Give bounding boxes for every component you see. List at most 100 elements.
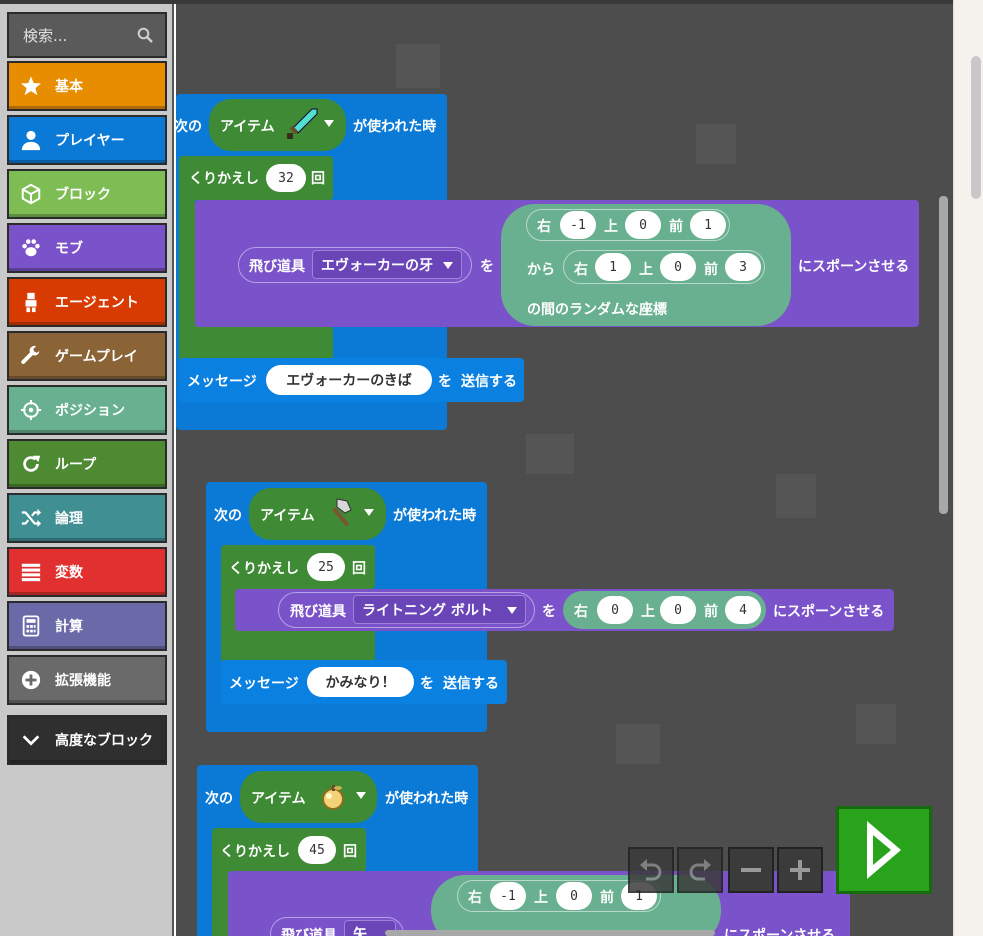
advanced-blocks-button[interactable]: 高度なブロック: [7, 715, 167, 765]
category-extensions[interactable]: 拡張機能: [7, 655, 167, 705]
projectile-label: 飛び道具: [249, 259, 305, 275]
category-math[interactable]: 計算: [7, 601, 167, 651]
event-label-used: が使われた時: [385, 791, 469, 807]
item-selector[interactable]: [209, 99, 346, 151]
dropdown-arrow-icon[interactable]: [324, 120, 334, 128]
up-input[interactable]: 0: [625, 211, 661, 239]
run-button[interactable]: [836, 806, 932, 894]
category-label: エージェント: [55, 295, 139, 311]
zoom-in-button[interactable]: [777, 847, 823, 893]
repeat-label: くりかえし: [189, 171, 259, 187]
projectile-reporter[interactable]: [278, 592, 535, 628]
spawn-label: にスポーンさせる: [773, 604, 885, 620]
repeat-block[interactable]: [212, 828, 366, 872]
search-icon: [137, 27, 153, 43]
repeat-block-arm: [179, 195, 195, 360]
repeat-count-input[interactable]: 45: [298, 836, 336, 864]
background-tile: [776, 474, 816, 518]
item-selector[interactable]: [249, 488, 386, 540]
message-input[interactable]: エヴォーカーのきば: [266, 365, 432, 395]
star-icon: [19, 74, 43, 98]
undo-button[interactable]: [628, 847, 674, 893]
projectile-reporter[interactable]: [238, 247, 472, 283]
category-gameplay[interactable]: ゲームプレイ: [7, 331, 167, 381]
paw-icon: [19, 236, 43, 260]
dropdown-arrow-icon[interactable]: [356, 792, 366, 800]
category-loop[interactable]: ループ: [7, 439, 167, 489]
dropdown-arrow-icon: [507, 607, 517, 614]
up-input[interactable]: 0: [660, 253, 696, 281]
category-agent[interactable]: エージェント: [7, 277, 167, 327]
page-scrollbar[interactable]: [971, 56, 981, 199]
up-input[interactable]: 0: [556, 882, 592, 910]
up-input[interactable]: 0: [660, 596, 696, 624]
projectile-dropdown[interactable]: エヴォーカーの牙: [312, 250, 462, 279]
right-input[interactable]: -1: [490, 882, 526, 910]
top-bar: [0, 0, 953, 4]
category-label: 計算: [55, 619, 83, 635]
right-input[interactable]: 0: [597, 596, 633, 624]
category-mob[interactable]: モブ: [7, 223, 167, 273]
undo-icon: [640, 859, 662, 881]
item-label: アイテム: [220, 119, 275, 135]
repeat-block[interactable]: [179, 156, 333, 200]
wrench-icon: [19, 344, 43, 368]
right-input[interactable]: -1: [560, 211, 596, 239]
repeat-count-input[interactable]: 25: [307, 553, 345, 581]
projectile-dropdown[interactable]: ライトニング ボルト: [353, 595, 526, 624]
category-label: ゲームプレイ: [55, 349, 138, 365]
projectile-dropdown[interactable]: 矢: [344, 920, 396, 936]
projectile-value: 矢: [353, 927, 367, 936]
diamond-sword-icon: [287, 108, 318, 139]
category-label: 変数: [55, 565, 83, 581]
category-player[interactable]: プレイヤー: [7, 115, 167, 165]
position-reporter[interactable]: [526, 209, 730, 241]
workspace-vertical-scrollbar[interactable]: [939, 196, 948, 514]
forward-label: 前: [600, 890, 614, 906]
right-label: 右: [537, 219, 551, 235]
random-pos-label: の間のランダムな座標: [527, 302, 667, 318]
forward-input[interactable]: 3: [725, 253, 761, 281]
up-label: 上: [604, 219, 618, 235]
forward-label: 前: [669, 219, 683, 235]
times-label: 回: [352, 561, 366, 577]
forward-input[interactable]: 1: [690, 211, 726, 239]
dropdown-arrow-icon: [443, 262, 453, 269]
send-label: 送信する: [443, 676, 499, 692]
message-input[interactable]: かみなり！: [307, 667, 414, 697]
category-basic[interactable]: 基本: [7, 61, 167, 111]
search-placeholder: 検索...: [23, 26, 68, 45]
person-icon: [19, 128, 43, 152]
right-input[interactable]: 1: [595, 253, 631, 281]
item-selector[interactable]: [240, 771, 377, 823]
right-label: 右: [574, 262, 588, 278]
event-label-used: が使われた時: [393, 508, 477, 524]
repeat-block-arm: [212, 866, 228, 936]
zoom-out-button[interactable]: [728, 847, 774, 893]
category-block[interactable]: ブロック: [7, 169, 167, 219]
repeat-block[interactable]: [221, 545, 375, 589]
times-label: 回: [311, 171, 325, 187]
category-variables[interactable]: 変数: [7, 547, 167, 597]
dropdown-arrow-icon[interactable]: [364, 509, 374, 517]
category-position[interactable]: ポジション: [7, 385, 167, 435]
spawn-label: にスポーンさせる: [798, 259, 910, 275]
agent-icon: [19, 290, 43, 314]
repeat-block-bottom: [179, 326, 333, 360]
search-input[interactable]: 検索...: [7, 12, 167, 58]
forward-input[interactable]: 4: [725, 596, 761, 624]
chevron-down-icon: [19, 728, 43, 752]
category-logic[interactable]: 論理: [7, 493, 167, 543]
right-label: 右: [468, 890, 482, 906]
message-label: メッセージ: [187, 374, 257, 390]
position-reporter[interactable]: [563, 250, 765, 284]
up-label: 上: [534, 890, 548, 906]
repeat-count-input[interactable]: 32: [266, 164, 306, 192]
category-label: ループ: [55, 457, 97, 473]
toolbox-sidebar: 検索... 基本 プレイヤー ブロック モブ エージェント ゲームプレイ ポジシ…: [0, 4, 174, 936]
position-reporter[interactable]: [457, 880, 661, 912]
redo-button[interactable]: [677, 847, 723, 893]
workspace-horizontal-scrollbar[interactable]: [385, 930, 715, 936]
event-label-next: 次の: [214, 508, 242, 524]
item-label: アイテム: [260, 508, 315, 524]
